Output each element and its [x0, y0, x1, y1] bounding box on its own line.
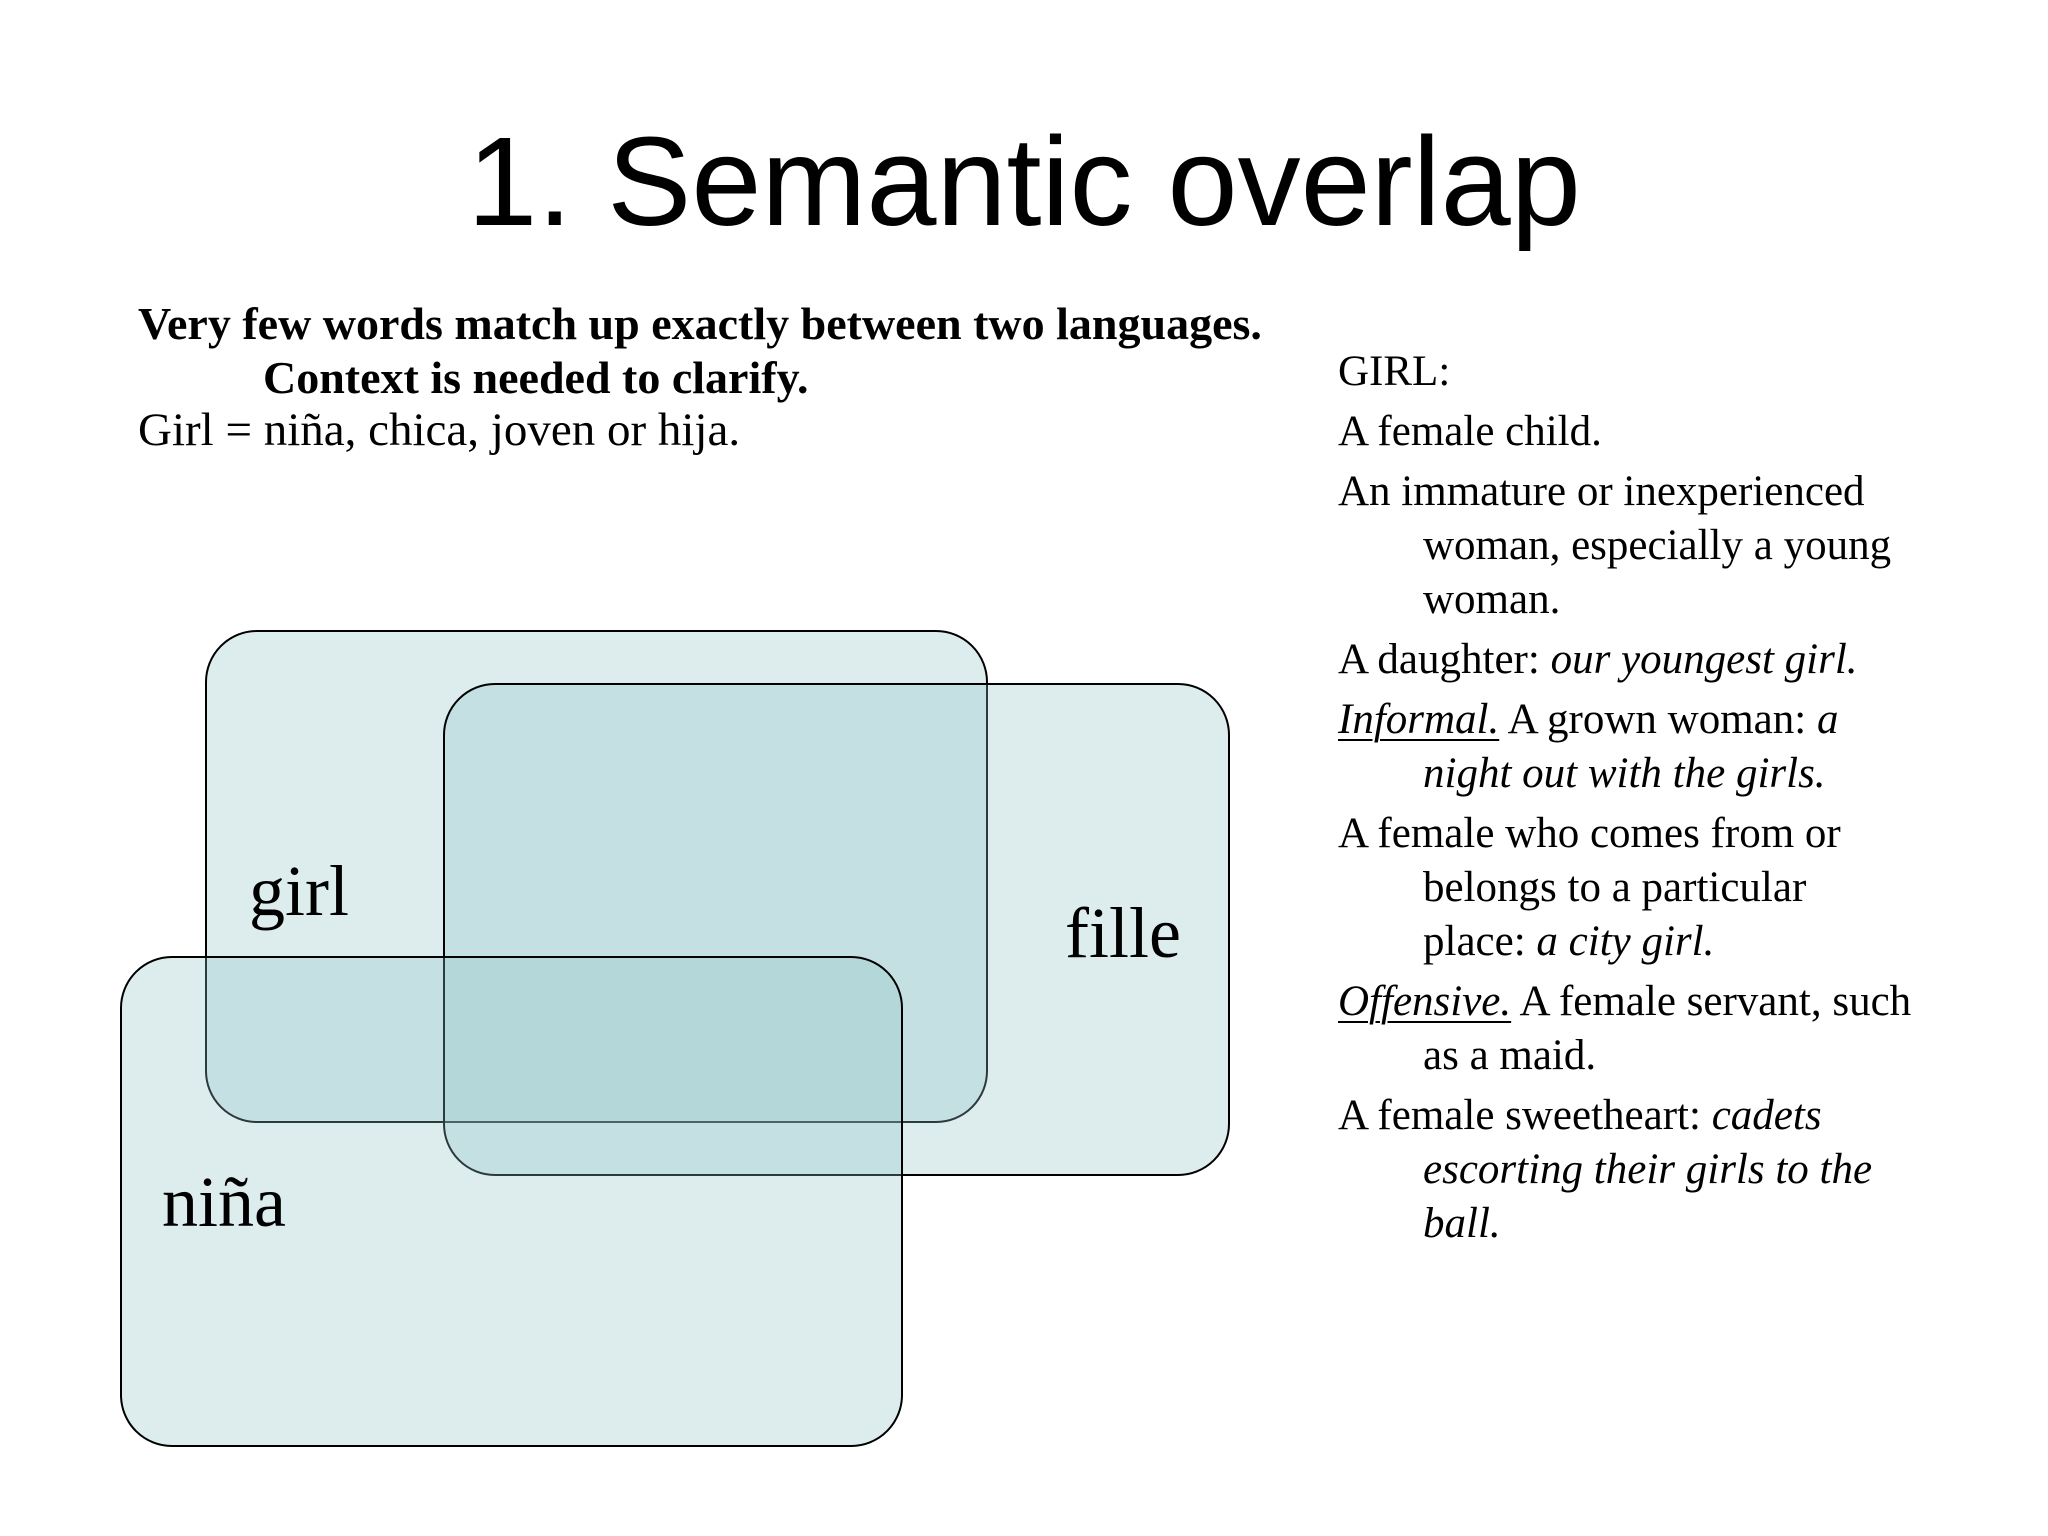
definition-segment: Informal. [1338, 696, 1500, 743]
definition-segment: a city girl. [1536, 918, 1715, 965]
definition-segment: as a maid. [1423, 1032, 1597, 1079]
definition-segment: A grown woman: [1499, 696, 1817, 743]
definition-line: ball. [1338, 1197, 1958, 1251]
definition-line: An immature or inexperienced [1338, 465, 1958, 519]
definition-segment: our youngest girl. [1550, 636, 1858, 683]
definition-line: A female sweetheart: cadets [1338, 1089, 1958, 1143]
definition-line: escorting their girls to the [1338, 1143, 1958, 1197]
definition-segment: A female who comes from or [1338, 810, 1841, 857]
definition-segment: A female sweetheart: [1338, 1092, 1712, 1139]
definition-line: woman, especially a young [1338, 519, 1958, 573]
definition-line: Offensive. A female servant, such [1338, 975, 1958, 1029]
definitions-heading: GIRL: [1338, 348, 1451, 395]
definition-line: place: a city girl. [1338, 915, 1958, 969]
definition-segment: woman, especially a young [1423, 522, 1892, 569]
definition-segment: An immature or inexperienced [1338, 468, 1865, 515]
definition-segment: ball. [1423, 1200, 1501, 1247]
definition-line: A daughter: our youngest girl. [1338, 633, 1958, 687]
definition-segment: night out with the girls. [1423, 750, 1826, 797]
definition-segment: A female servant, such [1511, 978, 1912, 1025]
definition-line: woman. [1338, 573, 1958, 627]
definition-line: night out with the girls. [1338, 747, 1958, 801]
venn-rect-girl: girl [205, 630, 988, 1123]
intro-text: Very few words match up exactly between … [138, 297, 1262, 405]
definition-item: An immature or inexperienced woman, espec… [1338, 465, 1958, 627]
definition-line: as a maid. [1338, 1029, 1958, 1083]
venn-label-girl: girl [249, 851, 349, 931]
slide-title: 1. Semantic overlap [467, 111, 1581, 252]
definition-line: Informal. A grown woman: a [1338, 693, 1958, 747]
definition-item: A female who comes from or belongs to a p… [1338, 807, 1958, 969]
definition-segment: a [1816, 696, 1839, 743]
definition-segment: Offensive. [1338, 978, 1512, 1025]
definition-item: A female child. [1338, 405, 1958, 459]
definition-segment: A daughter: [1338, 636, 1551, 683]
venn-label-fille: fille [1065, 893, 1181, 973]
definitions-list: A female child. An immature or inexperien… [1338, 405, 1958, 1251]
definition-item: A daughter: our youngest girl. [1338, 633, 1958, 687]
venn-rect-fille: fille [443, 683, 1230, 1176]
intro-line-2: Context is needed to clarify. [263, 352, 809, 403]
definition-line: A female who comes from or [1338, 807, 1958, 861]
venn-label-nina: niña [162, 1162, 286, 1242]
definition-segment: A female child. [1338, 408, 1602, 455]
example-text: Girl = niña, chica, joven or hija. [138, 404, 741, 456]
definitions-column: GIRL: A female child. An immature or inex… [1338, 345, 1958, 1257]
definition-segment: woman. [1423, 576, 1561, 623]
definition-line: belongs to a particular [1338, 861, 1958, 915]
definition-segment: cadets [1711, 1092, 1822, 1139]
definition-segment: belongs to a particular [1423, 864, 1807, 911]
intro-line-1: Very few words match up exactly between … [138, 298, 1262, 349]
definition-segment: place: [1423, 918, 1537, 965]
definition-segment: escorting their girls to the [1423, 1146, 1873, 1193]
definition-line: A female child. [1338, 405, 1958, 459]
venn-rect-nina: niña [120, 956, 903, 1447]
